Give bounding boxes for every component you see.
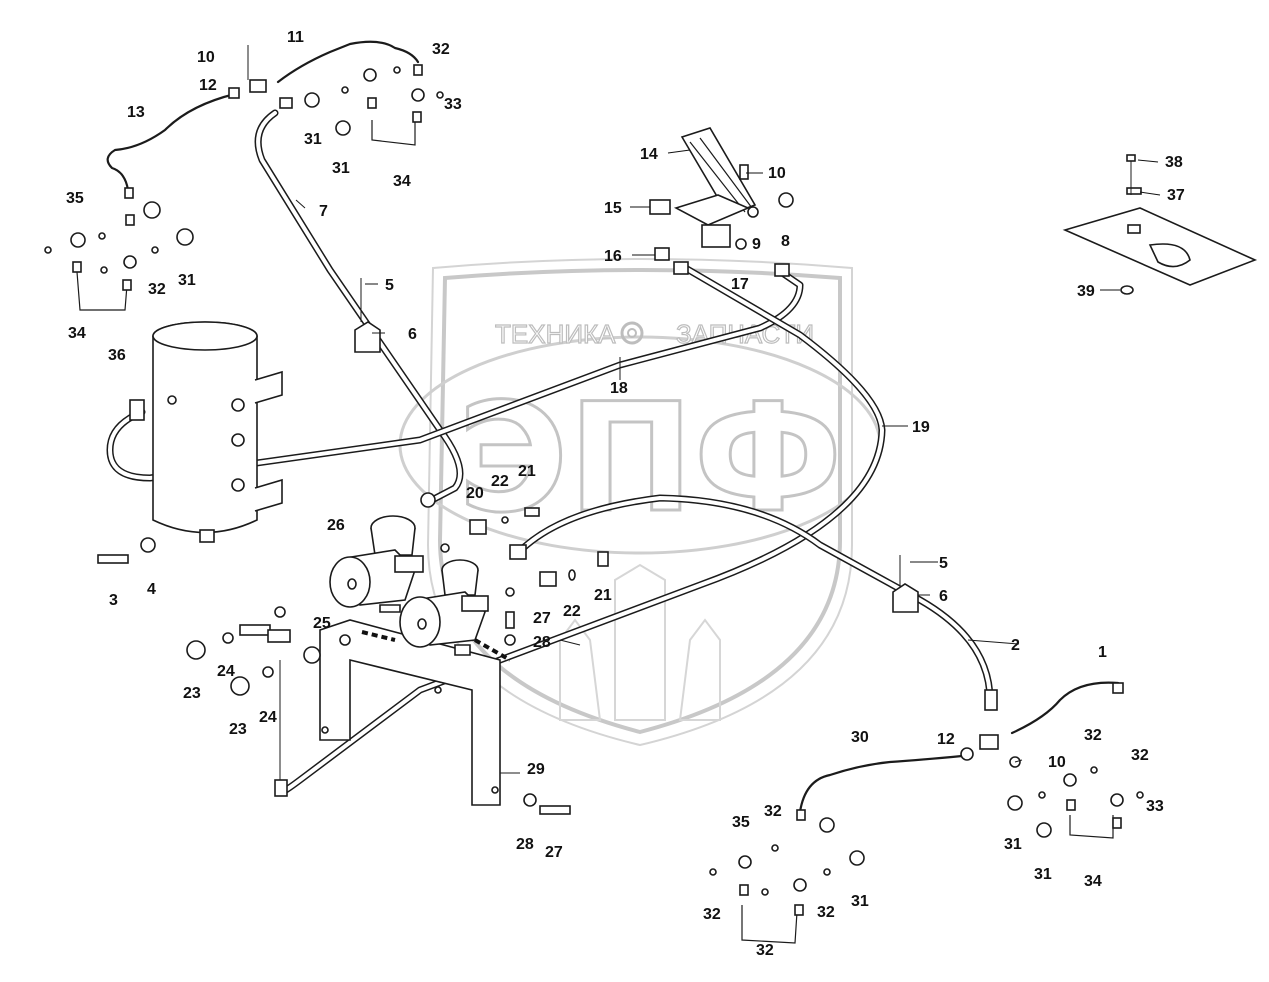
callout-32d: 32 — [703, 906, 721, 923]
callout-10c: 10 — [1048, 754, 1066, 771]
air-tank — [129, 321, 283, 543]
callout-24a: 24 — [217, 663, 235, 680]
callout-17: 17 — [731, 276, 749, 293]
callout-6b: 6 — [939, 588, 948, 605]
callout-12b: 12 — [937, 731, 955, 748]
callout-20: 20 — [466, 485, 484, 502]
callout-34b: 34 — [393, 173, 411, 190]
callout-6a: 6 — [408, 326, 417, 343]
callout-32h: 32 — [1131, 747, 1149, 764]
callout-28b: 28 — [516, 836, 534, 853]
callout-23a: 23 — [183, 685, 201, 702]
callout-35b: 35 — [732, 814, 750, 831]
callout-15: 15 — [604, 200, 622, 217]
pipe-clamp-lower — [892, 555, 919, 613]
callout-38: 38 — [1165, 154, 1183, 171]
leader-lines — [295, 199, 1023, 774]
callout-10b: 10 — [768, 165, 786, 182]
callout-14: 14 — [640, 146, 658, 163]
callout-32f: 32 — [817, 904, 835, 921]
callout-7: 7 — [319, 203, 328, 220]
callout-29: 29 — [527, 761, 545, 778]
callout-34c: 34 — [1084, 873, 1102, 890]
mounting-plate — [1062, 154, 1258, 295]
callout-18: 18 — [610, 380, 628, 397]
callout-32e: 32 — [756, 942, 774, 959]
callout-27b: 27 — [545, 844, 563, 861]
callout-13: 13 — [127, 104, 145, 121]
callout-32b: 32 — [432, 41, 450, 58]
callout-26: 26 — [327, 517, 345, 534]
callout-5a: 5 — [385, 277, 394, 294]
callout-5b: 5 — [939, 555, 948, 572]
callout-31b: 31 — [304, 131, 322, 148]
callout-22b: 22 — [563, 603, 581, 620]
callout-31a: 31 — [178, 272, 196, 289]
callout-labels: 1 2 3 4 5 5 6 6 7 8 9 10 10 10 11 12 12 … — [66, 29, 1185, 959]
callout-34a: 34 — [68, 325, 86, 342]
callout-35a: 35 — [66, 190, 84, 207]
callout-21a: 21 — [518, 463, 536, 480]
watermark-logo: ЭПФ — [458, 372, 842, 546]
callout-1: 1 — [1098, 644, 1107, 661]
callout-24b: 24 — [259, 709, 277, 726]
callout-23b: 23 — [229, 721, 247, 738]
callout-32a: 32 — [148, 281, 166, 298]
callout-27a: 27 — [533, 610, 551, 627]
callout-28a: 28 — [533, 634, 551, 651]
mounting-bracket — [319, 619, 501, 806]
watermark-left-text: ТЕХНИКА — [495, 319, 616, 349]
callout-22a: 22 — [491, 473, 509, 490]
callout-21b: 21 — [594, 587, 612, 604]
callout-37: 37 — [1167, 187, 1185, 204]
callout-8: 8 — [781, 233, 790, 250]
watermark-wheat-icon — [559, 563, 721, 721]
callout-31f: 31 — [1034, 866, 1052, 883]
callout-2: 2 — [1011, 637, 1020, 654]
callout-3: 3 — [109, 592, 118, 609]
brake-pedal-valve — [649, 127, 757, 250]
gear-icon — [620, 321, 644, 345]
compressor-upper — [329, 515, 424, 613]
callout-12a: 12 — [199, 77, 217, 94]
pipes — [76, 40, 1120, 944]
callout-31d: 31 — [851, 893, 869, 910]
callout-33b: 33 — [1146, 798, 1164, 815]
callout-pointers — [365, 149, 1161, 563]
compressor-lower — [399, 559, 489, 656]
fittings — [44, 45, 1144, 916]
callout-36: 36 — [108, 347, 126, 364]
callout-11: 11 — [287, 29, 304, 46]
callout-31e: 31 — [1004, 836, 1022, 853]
callout-32g: 32 — [1084, 727, 1102, 744]
callout-33a: 33 — [444, 96, 462, 113]
callout-30: 30 — [851, 729, 869, 746]
callout-25: 25 — [313, 615, 331, 632]
callout-39: 39 — [1077, 283, 1095, 300]
callout-10a: 10 — [197, 49, 215, 66]
callout-4: 4 — [147, 581, 156, 598]
pipe-clamp-upper — [354, 278, 381, 353]
callout-9: 9 — [752, 236, 761, 253]
callout-19: 19 — [912, 419, 930, 436]
callout-16: 16 — [604, 248, 622, 265]
callout-32c: 32 — [764, 803, 782, 820]
callout-31c: 31 — [332, 160, 350, 177]
